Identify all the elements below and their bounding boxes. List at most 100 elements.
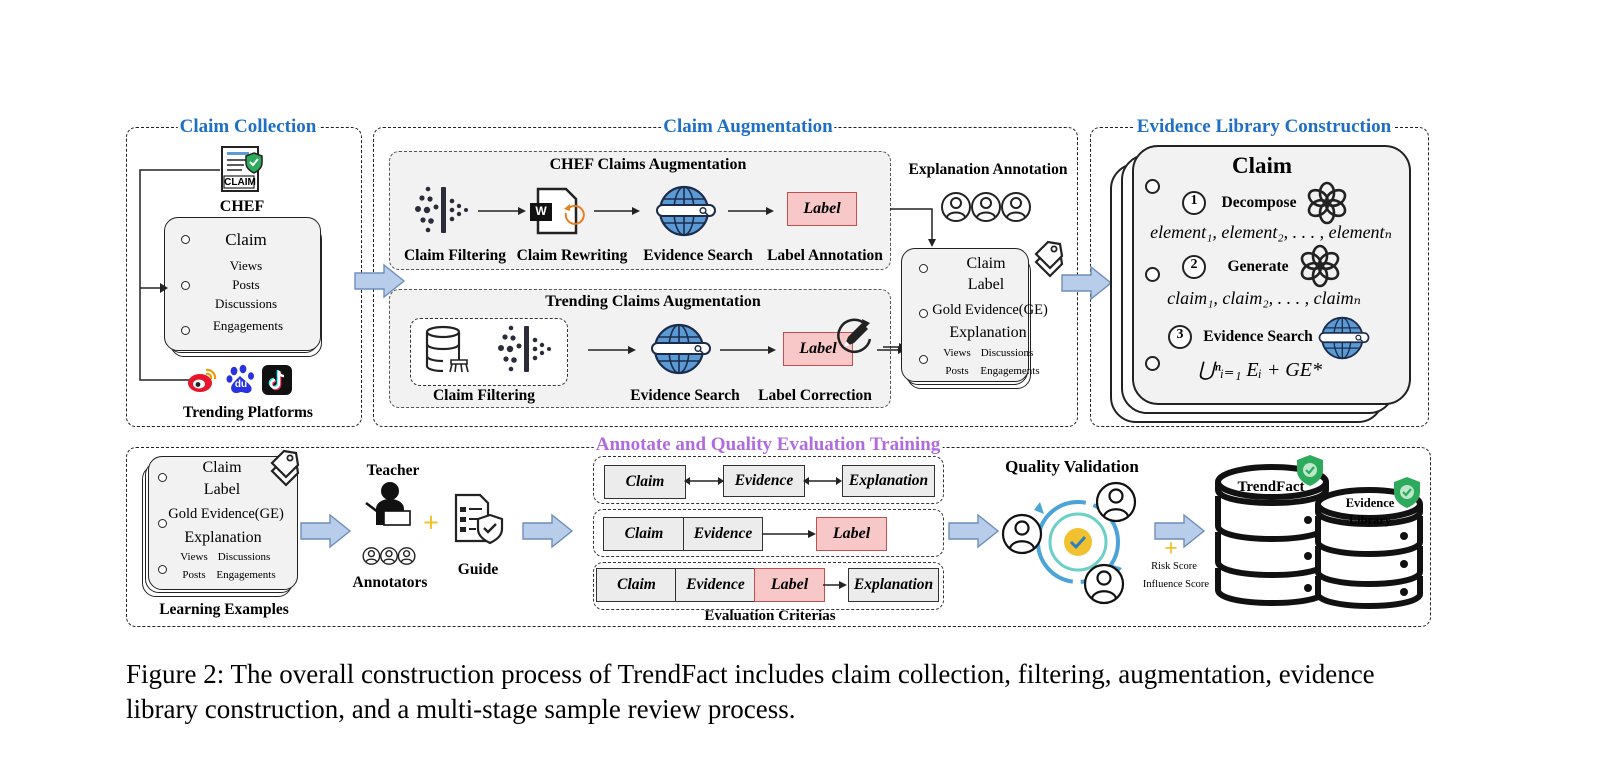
explanation-card-views: Views — [943, 347, 971, 359]
edit-check-icon — [837, 318, 872, 353]
tag-icon — [1034, 240, 1064, 278]
learning-examples-label: Learning Examples — [159, 601, 289, 618]
rewrite-w-text: W — [535, 204, 547, 218]
examples-posts: Posts — [182, 569, 206, 581]
library-step-formula: element₁, element₂, . . . , elementₙ — [1150, 222, 1392, 242]
risk-score-label: Risk Score — [1151, 561, 1197, 572]
examples-ge: Gold Evidence(GE) — [168, 506, 284, 522]
annotate-training-title: Annotate and Quality Evaluation Training — [593, 434, 943, 456]
criteria-cell: Evidence — [683, 517, 763, 551]
chef-augmentation-title: CHEF Claims Augmentation — [549, 156, 747, 173]
trending-platforms-label: Trending Platforms — [183, 404, 313, 421]
explanation-card-discussions: Discussions — [980, 347, 1034, 359]
database-icon — [1315, 487, 1423, 610]
criteria-cell: Evidence — [675, 568, 756, 602]
filter-funnel-icon — [415, 186, 468, 233]
block-arrow — [948, 513, 1000, 549]
plus-icon: + — [1164, 536, 1178, 562]
caption-line-1: Figure 2: The overall construction proce… — [126, 659, 1375, 689]
examples-engagements: Engagements — [216, 569, 276, 581]
teacher-icon — [365, 482, 411, 526]
examples-claim: Claim — [202, 459, 242, 476]
trending-augmentation-title: Trending Claims Augmentation — [545, 293, 761, 310]
figure-caption: Figure 2: The overall construction proce… — [126, 657, 1466, 727]
library-step-name: Decompose — [1221, 194, 1297, 211]
globe-search-icon — [1318, 316, 1370, 360]
explanation-card-claim: Claim — [966, 255, 1006, 272]
weibo-icon — [188, 368, 217, 392]
validation-cycle-icon — [1001, 481, 1137, 605]
library-step-formula: claim₁, claim₂, . . . , claimₙ — [1167, 288, 1361, 308]
library-step-formula: ⋃ⁿᵢ₌₁ Eᵢ + GE* — [1198, 359, 1322, 381]
people-icon — [362, 547, 416, 565]
card-hole — [919, 355, 928, 364]
chef-label-box: Label — [787, 192, 857, 226]
plus-icon: + — [423, 508, 439, 539]
explanation-annotation-label: Explanation Annotation — [908, 161, 1068, 178]
block-arrow — [522, 513, 574, 549]
library-step-name: Evidence Search — [1203, 328, 1313, 345]
criteria-cell: Explanation — [842, 465, 935, 497]
evaluation-criterias-label: Evaluation Criterias — [704, 608, 836, 624]
block-arrow — [1154, 513, 1206, 549]
step-number-circle — [1168, 325, 1192, 349]
card-hole — [158, 565, 167, 574]
collection-card — [164, 217, 321, 351]
evidence-library-title: Evidence Library Construction — [1134, 116, 1394, 138]
criteria-double-arrows — [684, 477, 842, 485]
criteria-label-cell: Label — [754, 568, 825, 602]
baidu-du-text: du — [234, 379, 248, 390]
shield-check-icon — [1394, 477, 1420, 508]
explanation-card-ge: Gold Evidence(GE) — [932, 302, 1048, 318]
explanation-card-label: Label — [967, 276, 1005, 293]
examples-card — [148, 456, 298, 590]
step-number-circle — [1182, 191, 1206, 215]
block-arrow — [300, 513, 352, 549]
criteria-row-frame — [593, 562, 944, 610]
examples-label: Label — [203, 481, 241, 498]
examples-views: Views — [180, 551, 208, 563]
card-hole — [158, 519, 167, 528]
baidu-icon — [226, 364, 254, 394]
criteria-cell: Explanation — [848, 568, 939, 602]
examples-discussions: Discussions — [217, 551, 271, 563]
examples-expl: Explanation — [184, 529, 262, 546]
collection-card-item: Views — [229, 258, 263, 273]
card-hole — [1145, 267, 1160, 282]
card-hole — [919, 309, 928, 318]
guide-label: Guide — [457, 561, 499, 578]
teacher-label: Teacher — [366, 462, 420, 479]
guide-shield-icon — [454, 493, 504, 545]
globe-search-icon — [656, 185, 716, 237]
collection-card-item: Engagements — [212, 318, 284, 333]
shield-check-icon — [1297, 455, 1323, 486]
explanation-card-expl: Explanation — [949, 324, 1027, 341]
collection-bracket-arrows — [139, 169, 220, 381]
chef-flow-arrows — [478, 207, 774, 215]
chef-label: CHEF — [219, 198, 265, 215]
claim-augmentation-title: Claim Augmentation — [661, 116, 835, 138]
database-icon — [1215, 464, 1329, 607]
db-library-label: Library — [1348, 513, 1392, 527]
card-hole — [181, 281, 190, 290]
chef-step-label: Evidence Search — [643, 247, 753, 264]
people-icon — [941, 192, 1031, 222]
globe-search-icon — [651, 323, 711, 375]
library-step-number: 1 — [1190, 193, 1198, 208]
library-card — [1132, 145, 1411, 405]
collection-card-title: Claim — [225, 230, 267, 249]
openai-icon — [1300, 244, 1340, 288]
chef-step-label: Claim Rewriting — [516, 247, 628, 264]
tiktok-icon — [262, 365, 292, 395]
collection-card-item: Discussions — [214, 296, 278, 311]
trending-step-label: Evidence Search — [630, 387, 740, 404]
database-icon — [425, 325, 469, 373]
claim-document-icon — [221, 146, 263, 192]
claim-icon-text: CLAIM — [224, 177, 256, 188]
openai-icon — [1307, 181, 1347, 225]
criteria-row-frame — [593, 509, 944, 557]
chef-step-label: Label Annotation — [767, 247, 883, 264]
explanation-flow-arrow — [890, 208, 936, 247]
tag-icon — [270, 449, 300, 487]
criteria-cell: Evidence — [723, 465, 805, 497]
